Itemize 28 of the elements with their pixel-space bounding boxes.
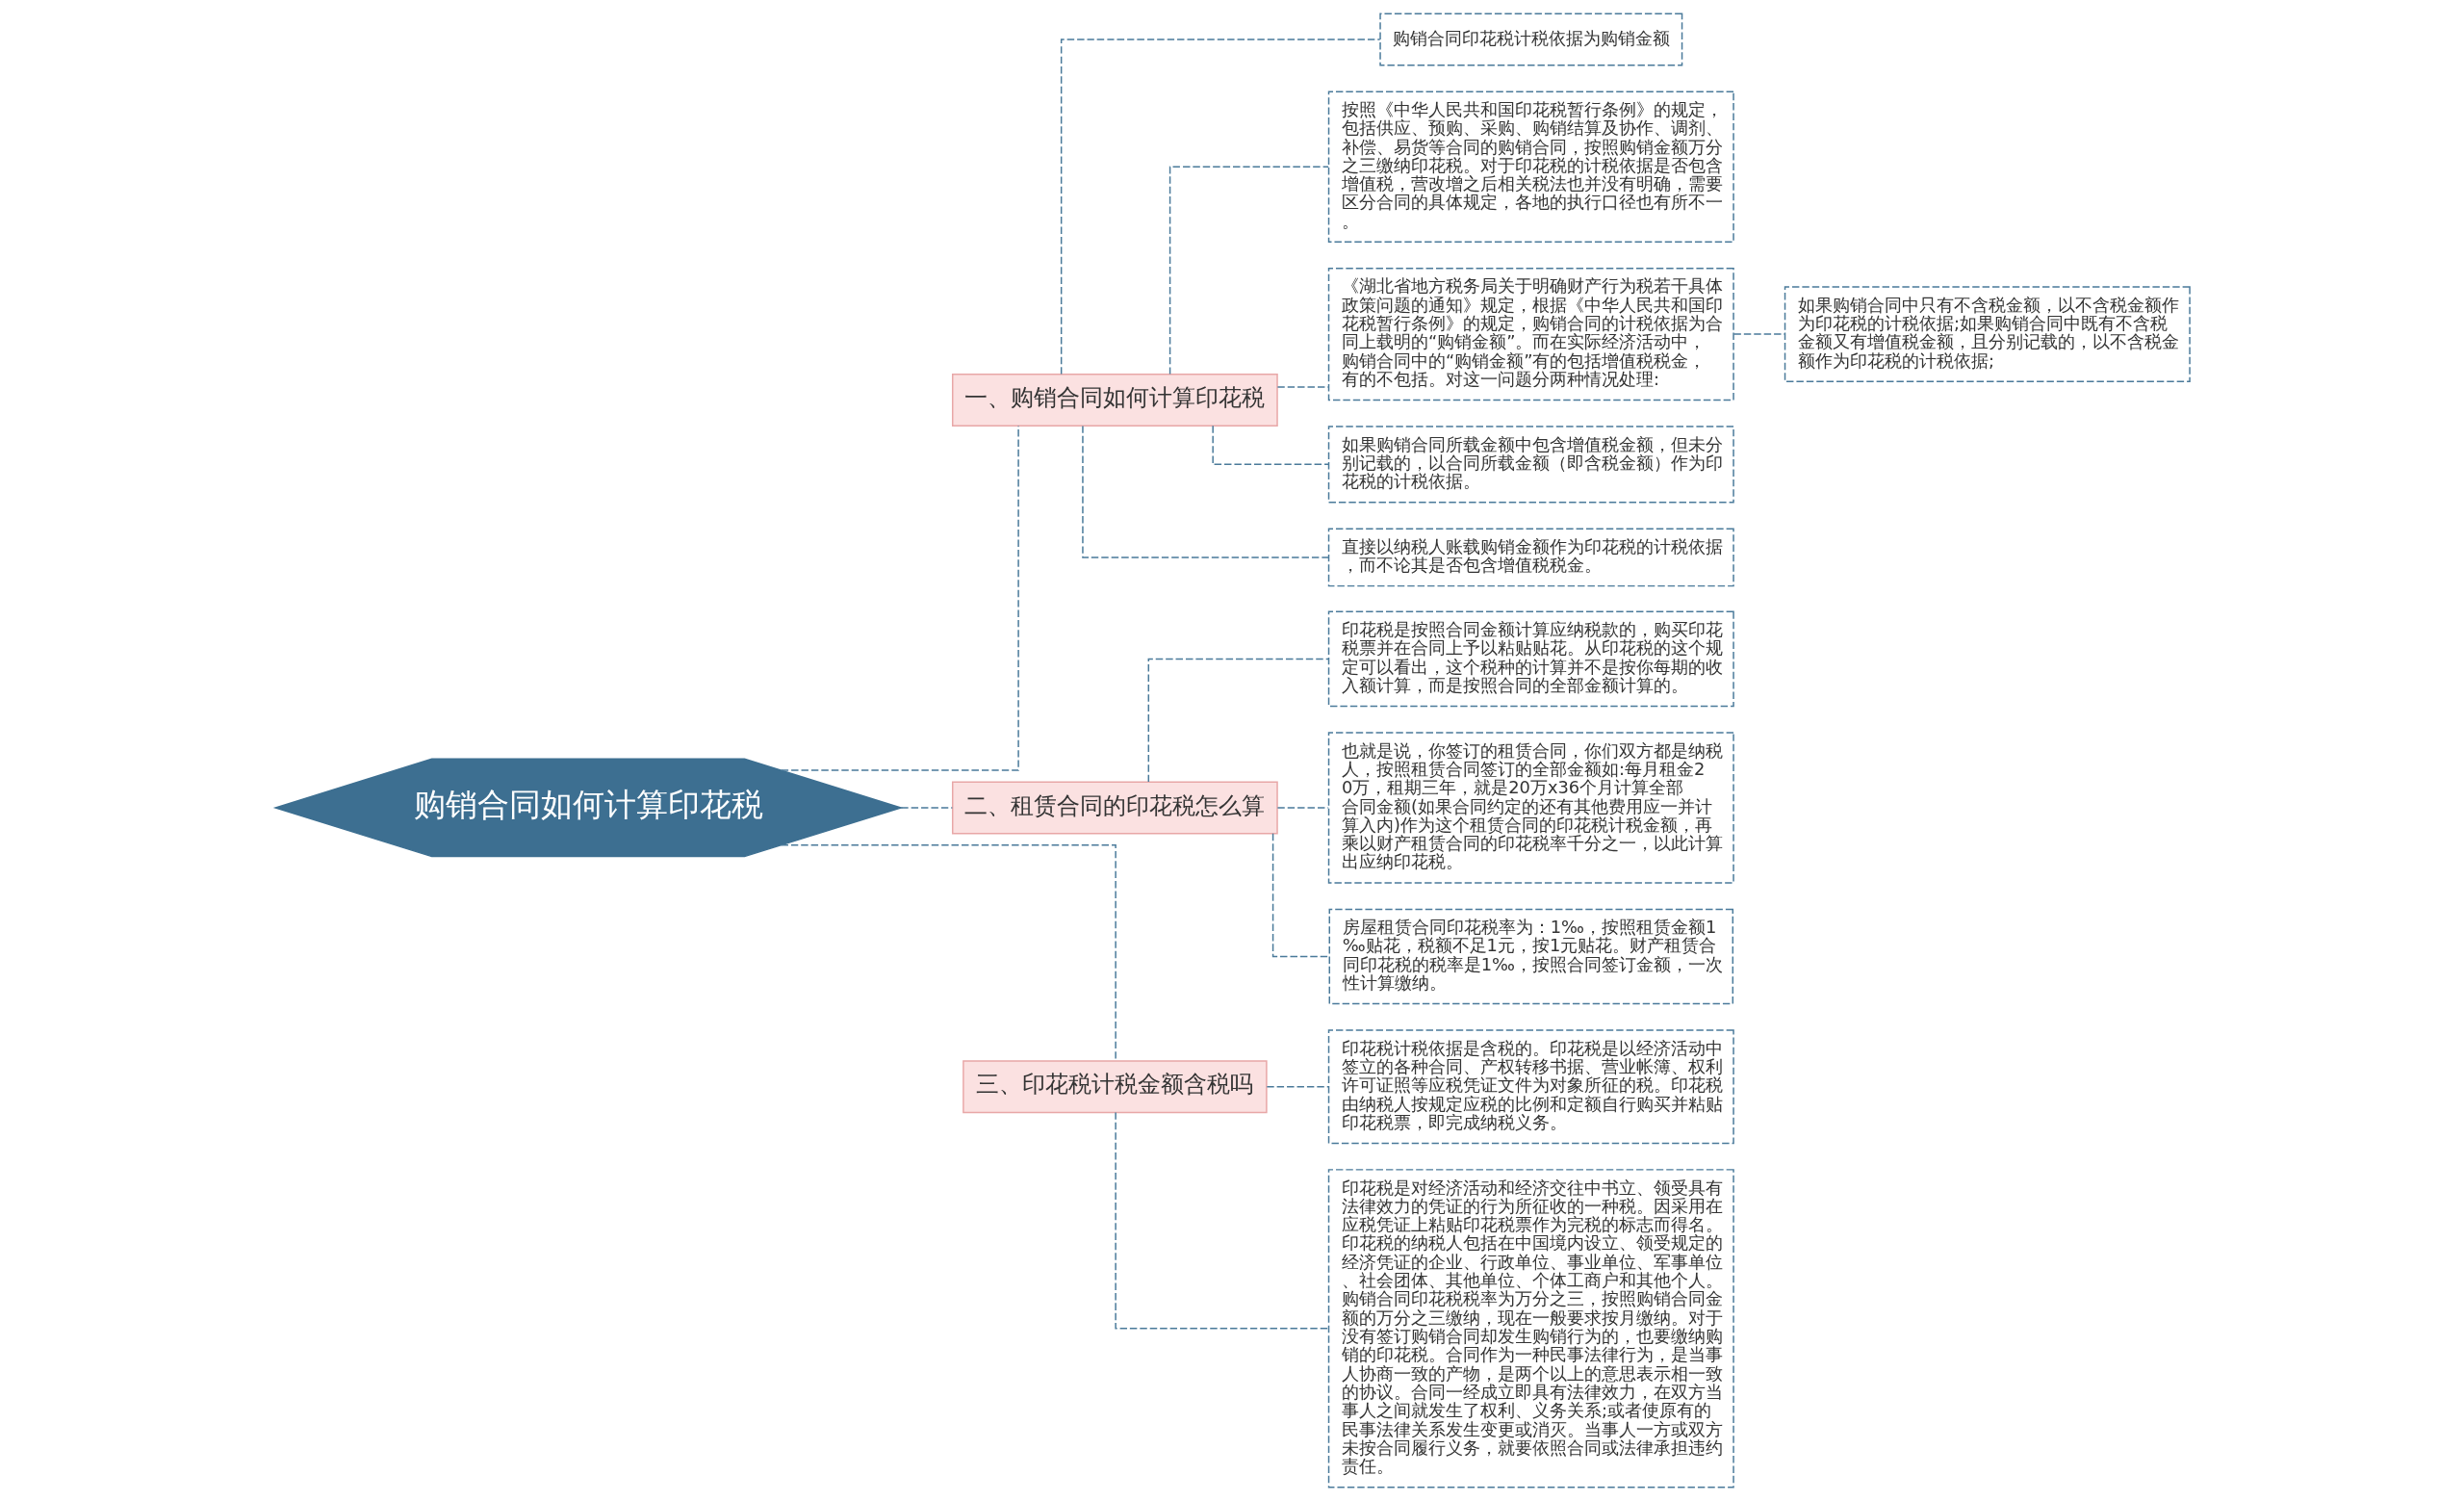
connector — [780, 844, 1116, 1062]
connector — [1081, 425, 1329, 558]
node-box: 也就是说，你签订的租赁合同，你们双方都是纳税人，按照租赁合同签订的全部金额如:每月租金20万，租期三年，就是20万x36个月计算全部合同金额(如果合同约定的还有其他费用应一并计算入内)作为这个租赁合同的印花税计税金额，再乘以财产租赁合同的印花税率千分之一，以此计算出应纳印花税。 — [1327, 732, 1734, 884]
node-box: 如果购销合同中只有不含税金额，以不含税金额作为印花税的计税依据;如果购销合同中既有不含税金额又有增值税金额，且分别记载的，以不含税金额作为印花税的计税依据; — [1784, 286, 2191, 382]
connector — [1114, 1111, 1329, 1330]
node-box: 二、租赁合同的印花税怎么算 — [951, 781, 1278, 835]
connector — [1732, 333, 1785, 335]
node-box: 按照《中华人民共和国印花税暂行条例》的规定，包括供应、预购、采购、购销结算及协作、调剂、补偿、易货等合同的购销合同，按照购销金额万分之三缴纳印花税。对于印花税的计税依据是否包含增值税，营改增之后相关税法也并没有明确，需要区分合同的具体规定，各地的执行口径也有所不一。 — [1327, 91, 1734, 243]
node-box: 印花税是按照合同金额计算应纳税款的，购买印花税票并在合同上予以粘贴贴花。从印花税的这个规定可以看出，这个税种的计算并不是按你每期的收入额计算，而是按照合同的全部金额计算的。 — [1327, 610, 1734, 708]
node-box: 直接以纳税人账载购销金额作为印花税的计税依据，而不论其是否包含增值税税金。 — [1327, 528, 1734, 587]
node-box: 房屋租赁合同印花税率为：1‰，按照租赁金额1‰贴花，税额不足1元，按1元贴花。财产租赁合同印花税的税率是1‰，按照合同签订金额，一次性计算缴纳。 — [1328, 908, 1733, 1005]
node-box: 《湖北省地方税务局关于明确财产行为税若干具体政策问题的通知》规定，根据《中华人民共和国印花税暂行条例》的规定，购销合同的计税依据为合同上载明的“购销金额”。而在实际经济活动中，购销合同中的“购销金额”有的包括增值税税金，有的不包括。对这一问题分两种情况处理: — [1327, 268, 1734, 401]
node-box: 三、印花税计税金额含税吗 — [962, 1060, 1268, 1114]
connector — [1276, 386, 1329, 388]
connector — [780, 425, 1019, 771]
node-box: 购销合同印花税计税依据为购销金额 — [1378, 13, 1682, 66]
connector — [1147, 658, 1329, 783]
connector — [1276, 807, 1329, 809]
connector — [1060, 39, 1380, 375]
node-box: 如果购销合同所载金额中包含增值税金额，但未分别记载的，以合同所载金额（即含税金额）作为印花税的计税依据。 — [1327, 426, 1734, 504]
node-box: 印花税是对经济活动和经济交往中书立、领受具有法律效力的凭证的行为所征收的一种税。因采用在应税凭证上粘贴印花税票作为完税的标志而得名。印花税的纳税人包括在中国境内设立、领受规定的经济凭证的企业、行政单位、事业单位、军事单位、社会团体、其他单位、个体工商户和其他个人。购销合同印花税税率为万分之三，按照购销合同金额的万分之三缴纳，现在一般要求按月缴纳。对于没有签订购销合同却发生购销行为的，也要缴纳购销的印花税。合同作为一种民事法律行为，是当事人协商一致的产物，是两个以上的意思表示相一致的协议。合同一经成立即具有法律效力，在双方当事人之间就发生了权利、义务关系;或者使原有的民事法律关系发生变更或消灭。当事人一方或双方未按合同履行义务，就要依照合同或法律承担违约责任。 — [1327, 1169, 1734, 1488]
connector — [899, 807, 953, 809]
connector — [1168, 166, 1329, 375]
connector — [1266, 1085, 1329, 1088]
connector — [1271, 833, 1330, 958]
connector — [1211, 425, 1329, 466]
node-box: 一、购销合同如何计算印花税 — [951, 373, 1278, 427]
node-box: 印花税计税依据是含税的。印花税是以经济活动中签立的各种合同、产权转移书据、营业帐簿、权利许可证照等应税凭证文件为对象所征的税。印花税由纳税人按规定应税的比例和定额自行购买并粘贴印花税票，即完成纳税义务。 — [1327, 1029, 1734, 1145]
